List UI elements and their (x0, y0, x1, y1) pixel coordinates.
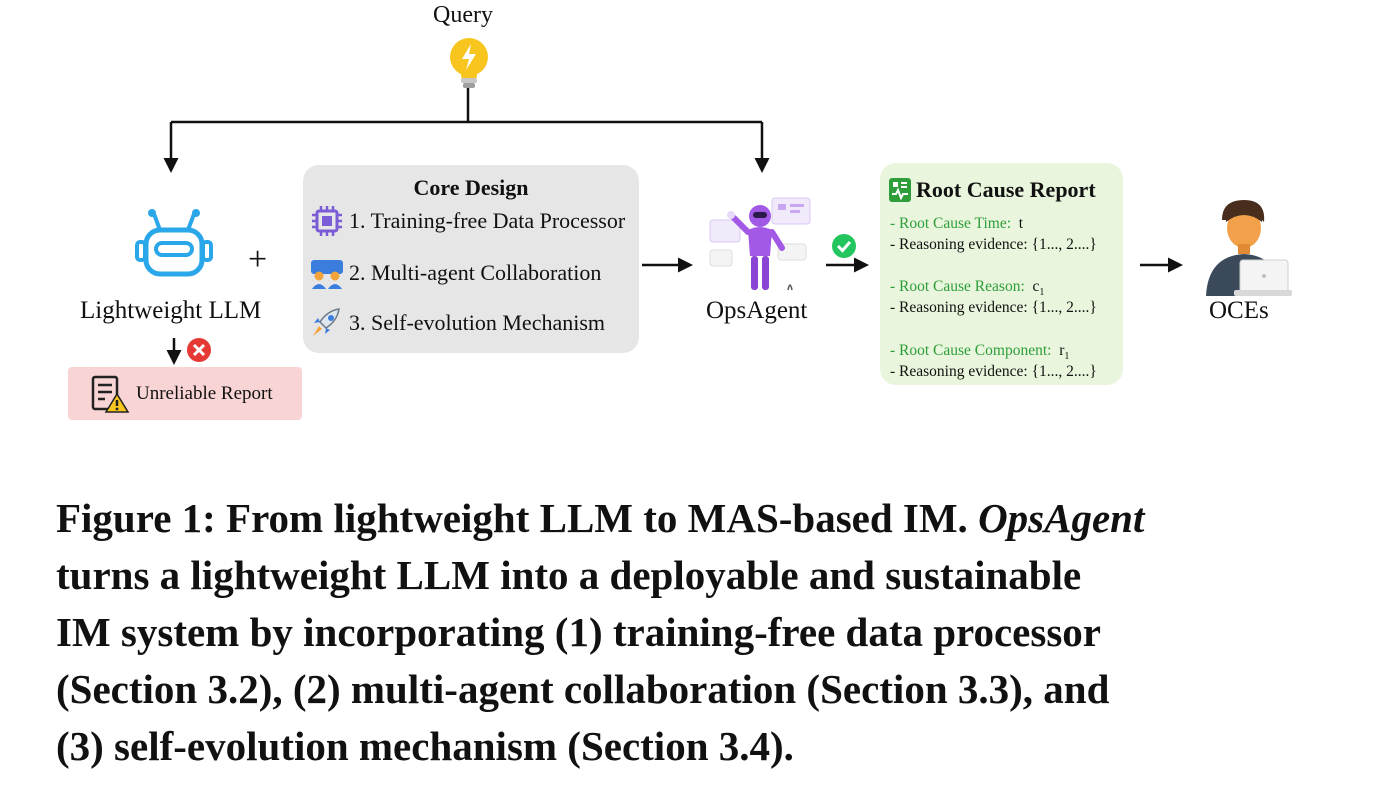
core-item-data-processor: 1. Training-free Data Processor (309, 205, 625, 237)
caption-line-5: (3) self-evolution mechanism (Section 3.… (56, 723, 794, 769)
root-cause-reason-label: - Root Cause Reason: (890, 278, 1025, 295)
report-reason-evidence: - Reasoning evidence: {1..., 2....} (890, 299, 1097, 316)
caption-line-4: (Section 3.2), (2) multi-agent collabora… (56, 666, 1110, 712)
lightbulb-icon (450, 38, 488, 88)
report-component-row: - Root Cause Component: r1 (890, 342, 1069, 362)
rocket-icon (313, 308, 340, 336)
root-cause-component-sub: 1 (1064, 351, 1070, 363)
unreliable-report-label: Unreliable Report (136, 382, 273, 404)
core-design-box: Core Design 1. Training-free Data Proces… (303, 165, 639, 353)
root-cause-report-box: Root Cause Report - Root Cause Time: t -… (880, 163, 1123, 385)
root-cause-time-label: - Root Cause Time: (890, 215, 1012, 232)
root-cause-time-value: t (1018, 215, 1024, 232)
core-item-label: 1. Training-free Data Processor (349, 208, 626, 233)
caption-line-2: turns a lightweight LLM into a deployabl… (56, 552, 1082, 598)
root-cause-component-label: - Root Cause Component: (890, 342, 1052, 359)
error-x-icon (187, 338, 211, 362)
agent-robot-icon (709, 197, 811, 291)
core-item-label: 3. Self-evolution Mechanism (349, 310, 606, 335)
report-icon (889, 178, 911, 202)
caption-line-3: IM system by incorporating (1) training-… (56, 609, 1101, 655)
report-reason-row: - Root Cause Reason: c1 (890, 278, 1044, 298)
opsagent-label: OpsAgent (706, 297, 808, 324)
plus-sign: + (248, 241, 268, 278)
core-item-self-evolution: 3. Self-evolution Mechanism (309, 307, 605, 339)
robot-icon (135, 209, 213, 277)
caption-opsagent-italic: OpsAgent (978, 495, 1145, 541)
caption-line-1-text: Figure 1: From lightweight LLM to MAS-ba… (56, 495, 968, 541)
unreliable-report-box: Unreliable Report (68, 367, 302, 420)
figure-caption: Figure 1: From lightweight LLM to MAS-ba… (56, 490, 1336, 775)
document-warning-icon (91, 375, 130, 413)
core-item-label: 2. Multi-agent Collaboration (349, 260, 602, 285)
root-cause-component-value: r (1059, 342, 1065, 359)
report-title-row: Root Cause Report (888, 177, 1096, 203)
team-icon (311, 260, 343, 289)
core-design-title: Core Design (413, 175, 529, 200)
lightweight-llm-label: Lightweight LLM (80, 297, 262, 324)
check-icon (832, 234, 856, 258)
core-item-multi-agent: 2. Multi-agent Collaboration (309, 257, 601, 289)
person-laptop-icon (1206, 200, 1292, 296)
root-cause-reason-sub: 1 (1039, 287, 1045, 299)
report-title: Root Cause Report (916, 177, 1096, 202)
root-cause-reason-value: c (1032, 278, 1040, 295)
report-time-row: - Root Cause Time: t (890, 215, 1023, 233)
report-component-evidence: - Reasoning evidence: {1..., 2....} (890, 363, 1097, 380)
query-label: Query (433, 2, 493, 28)
report-time-evidence: - Reasoning evidence: {1..., 2....} (890, 236, 1097, 253)
oces-label: OCEs (1209, 297, 1269, 324)
chip-icon (312, 206, 342, 236)
caption-line-1: Figure 1: From lightweight LLM to MAS-ba… (56, 490, 1336, 547)
